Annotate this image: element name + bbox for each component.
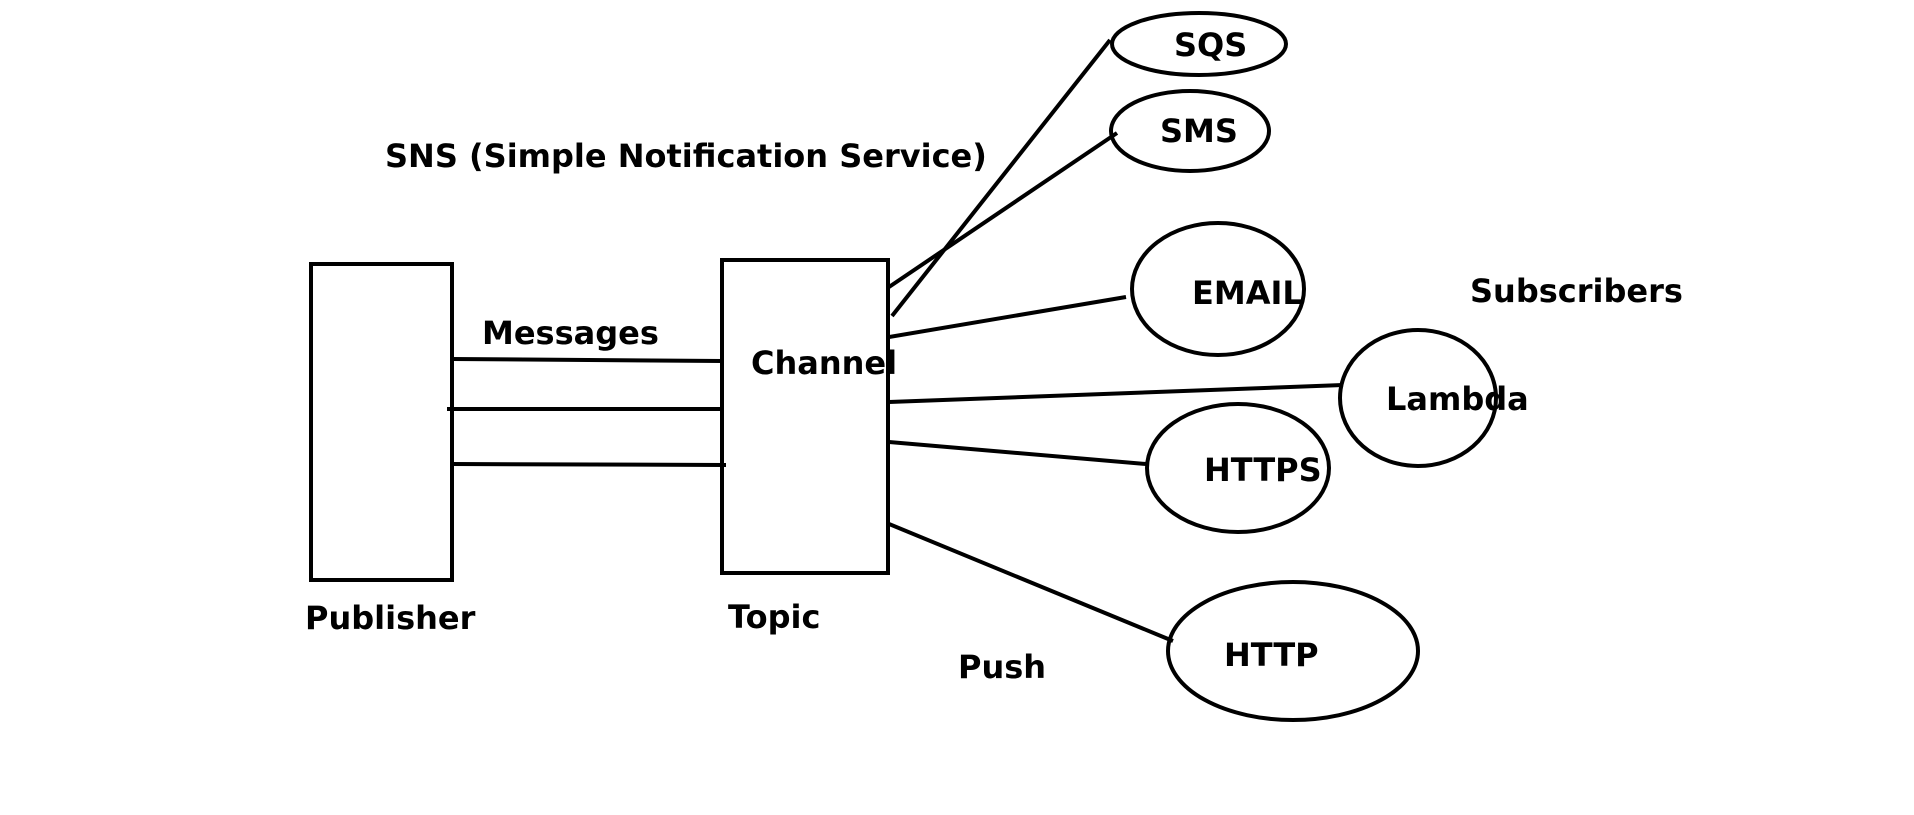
diagram-title: SNS (Simple Notification Service): [385, 137, 987, 175]
lambda-node: [1338, 328, 1498, 468]
publisher-box: [309, 262, 454, 582]
email-label: EMAIL: [1192, 274, 1303, 312]
edge-topic-http: [888, 522, 1174, 643]
https-label: HTTPS: [1204, 451, 1322, 489]
lambda-label: Lambda: [1386, 380, 1529, 418]
channel-label: Channel: [751, 344, 897, 382]
edge-topic-sqs: [890, 38, 1112, 318]
sms-label: SMS: [1160, 112, 1238, 150]
edge-topic-lambda: [888, 383, 1344, 404]
edge-topic-email: [888, 295, 1127, 339]
message-line-1: [451, 357, 723, 363]
https-node: [1145, 402, 1331, 534]
sqs-label: SQS: [1174, 26, 1247, 64]
topic-box: [720, 258, 890, 575]
messages-label: Messages: [482, 314, 659, 352]
subscribers-label: Subscribers: [1470, 272, 1683, 310]
http-node: [1166, 580, 1420, 722]
topic-label: Topic: [728, 598, 820, 636]
publisher-label: Publisher: [305, 599, 476, 637]
http-label: HTTP: [1224, 636, 1319, 674]
sms-node: [1109, 89, 1271, 173]
push-label: Push: [958, 648, 1046, 686]
edge-topic-https: [888, 440, 1147, 466]
edge-topic-sms: [887, 131, 1119, 289]
message-line-3: [451, 462, 727, 467]
sqs-node: [1110, 11, 1288, 77]
email-node: [1130, 221, 1306, 357]
